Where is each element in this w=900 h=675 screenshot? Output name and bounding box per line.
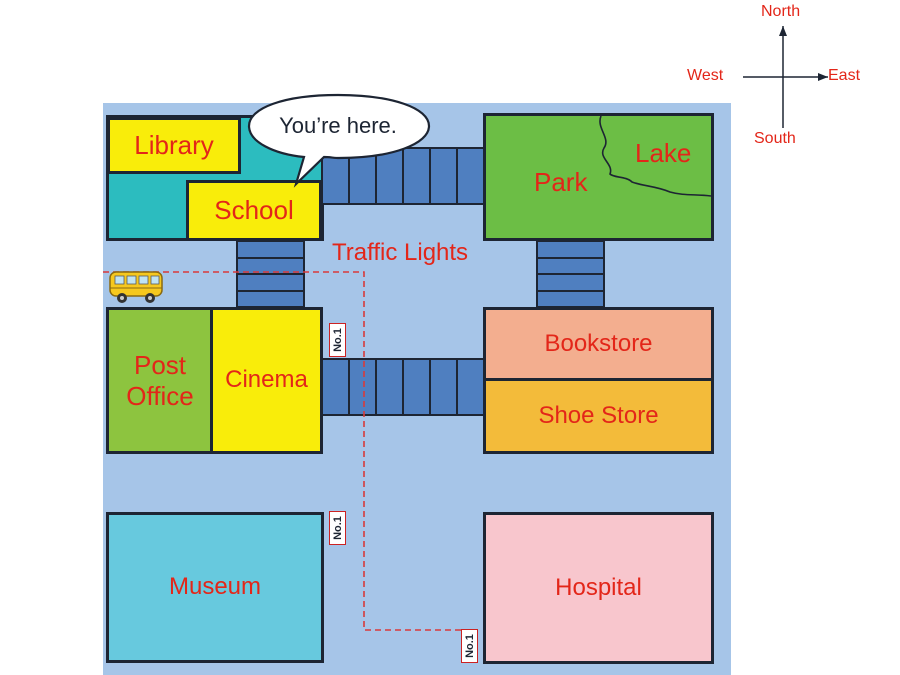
school-bus-icon[interactable] (108, 268, 166, 306)
library-label: Library (134, 130, 214, 161)
shoe-store-label: Shoe Store (538, 401, 659, 429)
bus-stop-sign[interactable]: No.1 (329, 323, 346, 357)
town-map: Library School Park Lake Post Office Cin… (103, 103, 731, 675)
bookstore-building[interactable]: Bookstore (483, 307, 714, 381)
cinema-label: Cinema (225, 366, 308, 394)
hospital-label: Hospital (555, 573, 642, 601)
school-label: School (214, 195, 294, 226)
compass-rose: North South East West (680, 0, 870, 160)
bus-stop-sign[interactable]: No.1 (461, 629, 478, 663)
traffic-lights-label: Traffic Lights (332, 239, 469, 266)
lake-shoreline (599, 116, 711, 197)
compass-west-label: West (687, 67, 724, 84)
school-building[interactable]: School (186, 180, 322, 241)
crosswalk-top (321, 147, 485, 205)
bus-stop-sign[interactable]: No.1 (329, 511, 346, 545)
post-office-label-line1: Post (133, 349, 187, 380)
post-office-building[interactable]: Post Office (106, 307, 214, 454)
hospital-building[interactable]: Hospital (483, 512, 714, 664)
compass-south-label: South (754, 130, 796, 147)
shoe-store-building[interactable]: Shoe Store (483, 378, 714, 454)
crosswalk-school (236, 240, 305, 308)
compass-east-label: East (828, 67, 861, 84)
park-label: Park (534, 166, 588, 197)
compass-north-label: North (761, 3, 801, 20)
compass-arrows (743, 26, 828, 128)
bus-stop-sign-label: No.1 (331, 516, 344, 540)
post-office-label-line2: Office (126, 380, 194, 411)
bookstore-label: Bookstore (544, 329, 653, 357)
library-building[interactable]: Library (107, 117, 241, 174)
museum-building[interactable]: Museum (106, 512, 324, 663)
crosswalk-park (536, 240, 605, 308)
bus-stop-sign-label: No.1 (463, 634, 476, 658)
speech-bubble (247, 93, 431, 188)
speech-bubble-text: You’re here. (279, 113, 397, 138)
lake-label: Lake (635, 138, 692, 168)
bus-stop-sign-label: No.1 (331, 328, 344, 352)
cinema-building[interactable]: Cinema (210, 307, 323, 454)
crosswalk-middle (321, 358, 485, 416)
park-building[interactable]: Park (483, 113, 714, 241)
museum-label: Museum (168, 573, 262, 601)
